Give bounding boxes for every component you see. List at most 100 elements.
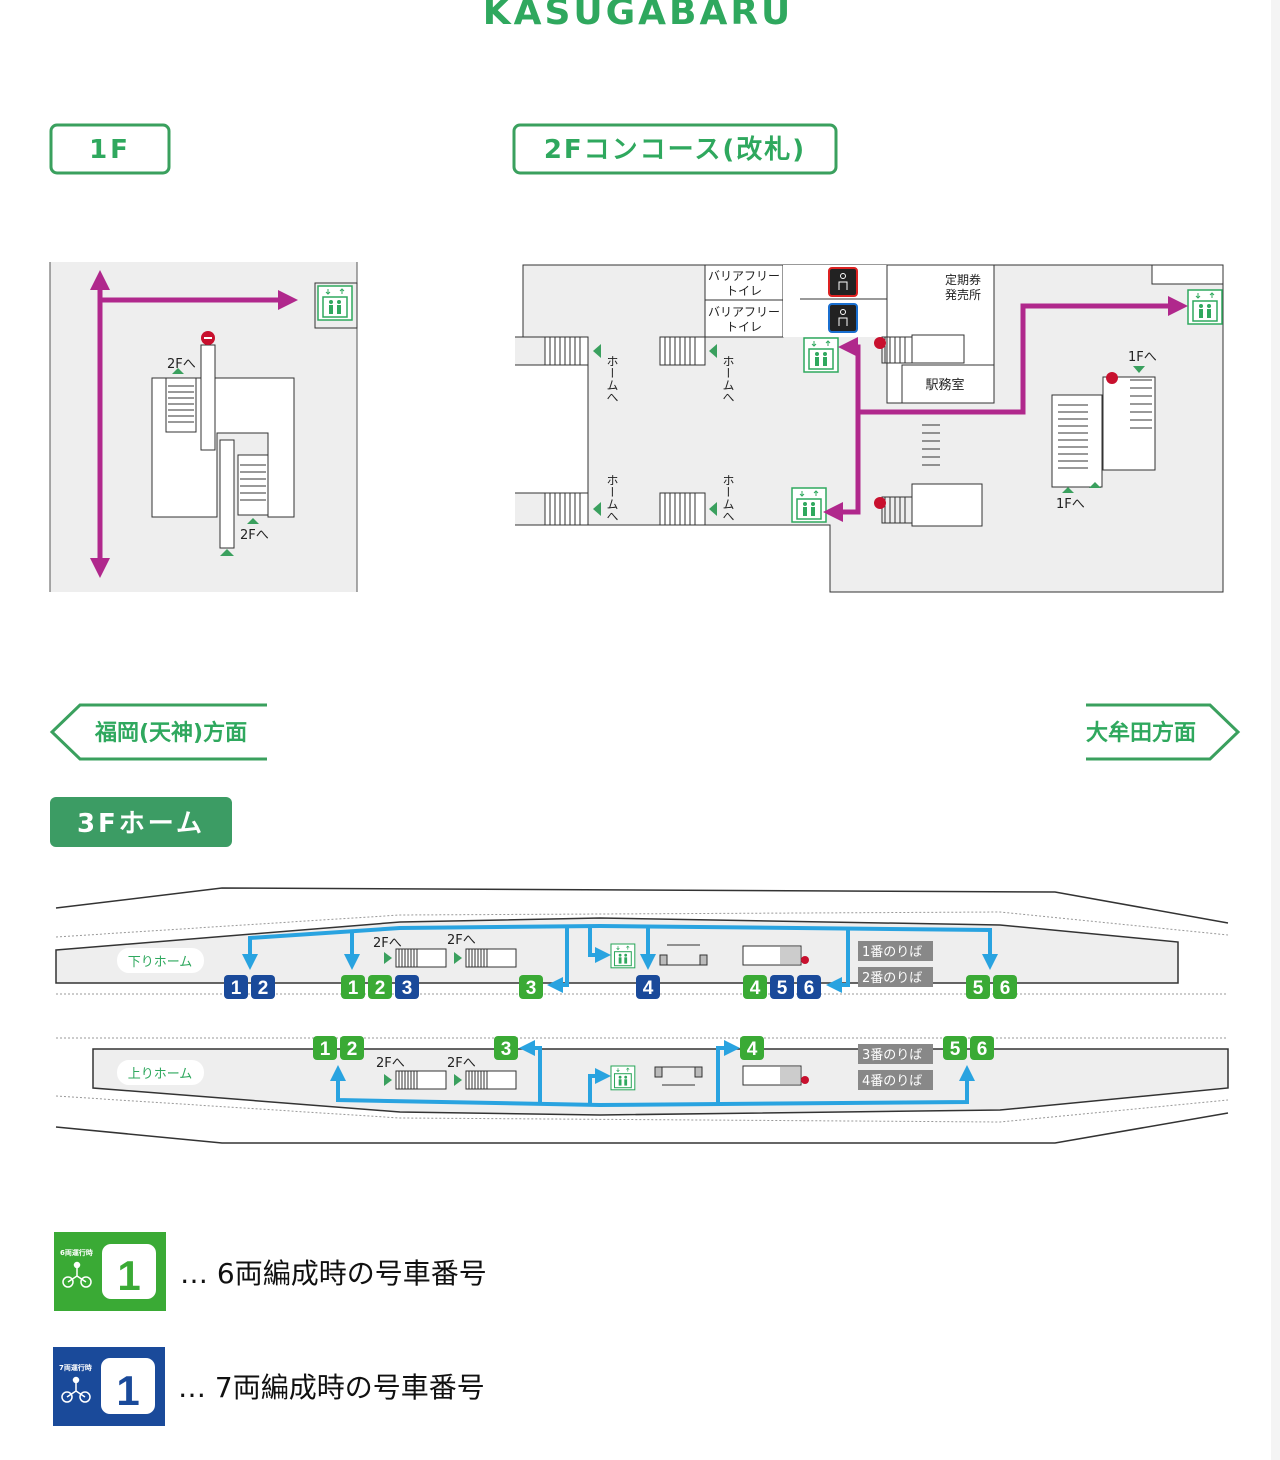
car-number-badge: 3 [519, 975, 543, 999]
down-platform-label: 下りホーム [128, 955, 193, 970]
car-number-badge: 5 [770, 975, 794, 999]
svg-text:3: 3 [526, 978, 537, 999]
legend-text: … 7両編成時の号車番号 [178, 1371, 485, 1404]
svg-text:4番のりば: 4番のりば [862, 1074, 922, 1089]
legend-badge-number: 1 [117, 1252, 140, 1299]
svg-text:4: 4 [643, 978, 654, 999]
floor-2f-title: 2Fコンコース(改札) [544, 134, 806, 165]
floor-1f-header: 1F [49, 123, 171, 175]
floor-3f-title: 3Fホーム [77, 809, 205, 839]
elevator-icon [610, 1065, 636, 1091]
cycle-train-icon [62, 1261, 92, 1288]
elevator-icon [317, 285, 353, 321]
route-arrows [242, 923, 998, 1108]
legend-text: … 6両編成時の号車番号 [180, 1257, 487, 1290]
to-1f-label: 1Fへ [1128, 350, 1157, 365]
legend-6-car: 6両運行時 1 … 6両編成時の号車番号 [54, 1232, 487, 1311]
car-number-badge: 4 [740, 1036, 764, 1060]
svg-text:5: 5 [777, 978, 788, 999]
route-arrow [823, 337, 861, 522]
svg-text:4: 4 [747, 1039, 758, 1060]
legend-7-car: 7両運行時 1 … 7両編成時の号車番号 [53, 1347, 485, 1426]
station-office-label: 駅務室 [925, 377, 964, 393]
svg-text:1番のりば: 1番のりば [862, 945, 922, 960]
svg-text:2番のりば: 2番のりば [862, 971, 922, 986]
legend-badge-caption: 6両運行時 [60, 1248, 93, 1257]
stairs-label: 2Fへ [240, 528, 269, 543]
scrollbar[interactable] [1271, 0, 1280, 1460]
svg-text:6: 6 [977, 1039, 988, 1060]
car-number-badge: 4 [636, 975, 660, 999]
car-number-badge: 1 [341, 975, 365, 999]
direction-left-label: 福岡(天神)方面 [94, 720, 247, 746]
svg-text:1: 1 [348, 978, 359, 999]
car-number-badge: 6 [993, 975, 1017, 999]
up-platform-label: 上りホーム [128, 1067, 193, 1082]
floor-2f-plan: ホームへ ホームへ ホームへ ホームへ バリアフリー トイレ バリアフリー トイ… [515, 264, 1224, 593]
car-number-badge: 3 [395, 975, 419, 999]
platform-board: 2番のりば [858, 967, 933, 987]
car-number-badge: 1 [224, 975, 248, 999]
to-platform-label: ホームへ [605, 474, 619, 522]
svg-text:2: 2 [347, 1039, 358, 1060]
floor-3f-header: 3Fホーム [50, 797, 232, 847]
cycle-train-icon [61, 1376, 91, 1403]
svg-text:5: 5 [950, 1039, 961, 1060]
floor-1f-plan: 2Fへ 2Fへ [49, 262, 358, 592]
svg-text:3: 3 [402, 978, 413, 999]
direction-right: 大牟田方面 [1086, 703, 1241, 761]
floor-3f-plan: 下りホーム 上りホーム 2Fへ 2Fへ 2Fへ 2Fへ 1番のりば 2番のりば … [55, 887, 1229, 1144]
car-number-badge: 6 [797, 975, 821, 999]
floor-2f-header: 2Fコンコース(改札) [512, 123, 838, 175]
toilet-label: バリアフリー [708, 269, 780, 283]
to-2f-label: 2Fへ [447, 1056, 476, 1071]
car-number-badge: 1 [313, 1036, 337, 1060]
toilet-icon [828, 267, 858, 297]
svg-text:2: 2 [375, 978, 386, 999]
svg-text:2: 2 [258, 978, 269, 999]
svg-text:1: 1 [320, 1039, 331, 1060]
svg-text:3: 3 [501, 1039, 512, 1060]
legend-badge-number: 1 [116, 1367, 139, 1414]
route-arrow [858, 296, 1188, 415]
to-2f-label: 2Fへ [373, 936, 402, 951]
platform-board: 1番のりば [858, 941, 933, 961]
elevator-icon [791, 487, 827, 523]
car-number-badge: 3 [494, 1036, 518, 1060]
toilet-icon [828, 303, 858, 333]
elevator-icon [610, 943, 636, 969]
platform-board: 4番のりば [858, 1070, 933, 1090]
svg-text:3番のりば: 3番のりば [862, 1048, 922, 1063]
station-name: KASUGABARU [483, 0, 794, 33]
commuter-pass-label: 発売所 [945, 287, 981, 302]
car-number-badge: 2 [251, 975, 275, 999]
car-number-badge: 5 [966, 975, 990, 999]
svg-text:1: 1 [231, 978, 242, 999]
svg-text:6: 6 [804, 978, 815, 999]
floor-1f-title: 1F [89, 135, 131, 165]
svg-text:5: 5 [973, 978, 984, 999]
toilet-label: トイレ [726, 320, 762, 334]
toilet-label: バリアフリー [708, 305, 780, 319]
to-2f-label: 2Fへ [376, 1056, 405, 1071]
to-platform-labels: ホームへ ホームへ ホームへ ホームへ [593, 344, 735, 522]
car-number-badge: 5 [943, 1036, 967, 1060]
to-platform-label: ホームへ [605, 355, 619, 403]
car-number-badge: 2 [368, 975, 392, 999]
to-platform-label: ホームへ [721, 355, 735, 403]
direction-right-label: 大牟田方面 [1086, 720, 1196, 746]
elevator-icon [803, 337, 839, 373]
up-platform [92, 1048, 1229, 1116]
to-platform-label: ホームへ [721, 474, 735, 522]
direction-left: 福岡(天神)方面 [49, 703, 267, 761]
svg-text:4: 4 [750, 978, 761, 999]
legend-badge-caption: 7両運行時 [59, 1363, 92, 1372]
to-2f-label: 2Fへ [447, 933, 476, 948]
car-number-badge: 4 [743, 975, 767, 999]
stairs [544, 336, 1152, 526]
stairs-label: 2Fへ [167, 357, 196, 372]
svg-text:6: 6 [1000, 978, 1011, 999]
car-number-badge: 2 [340, 1036, 364, 1060]
to-1f-label: 1Fへ [1056, 497, 1085, 512]
